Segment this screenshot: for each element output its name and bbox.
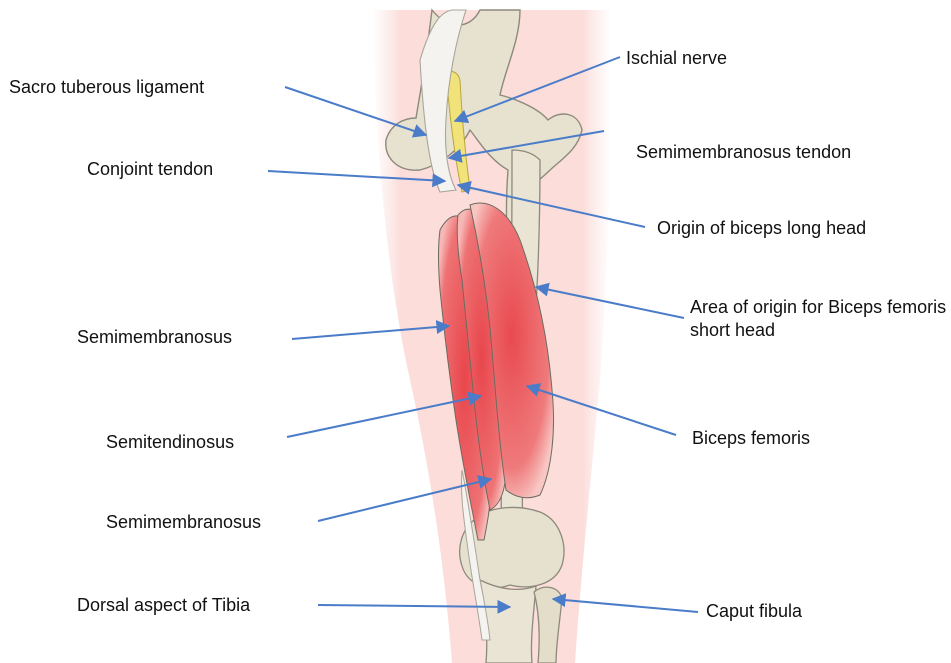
label-caput-fibula: Caput fibula [706, 600, 802, 623]
label-semimembranosus-lower: Semimembranosus [106, 511, 261, 534]
label-semimembranosus-upper: Semimembranosus [77, 326, 232, 349]
label-dorsal-aspect-of-tibia: Dorsal aspect of Tibia [77, 594, 250, 617]
label-sacro-tuberous-ligament: Sacro tuberous ligament [9, 76, 204, 99]
label-conjoint-tendon: Conjoint tendon [87, 158, 213, 181]
tibia-bone [480, 580, 536, 663]
label-biceps-femoris: Biceps femoris [692, 427, 810, 450]
label-area-of-origin-biceps-short-head: Area of origin for Biceps femoris short … [690, 296, 950, 342]
label-semitendinosus: Semitendinosus [106, 431, 234, 454]
label-origin-of-biceps-long-head: Origin of biceps long head [657, 217, 866, 240]
label-ischial-nerve: Ischial nerve [626, 47, 727, 70]
label-semimembranosus-tendon: Semimembranosus tendon [636, 141, 851, 164]
